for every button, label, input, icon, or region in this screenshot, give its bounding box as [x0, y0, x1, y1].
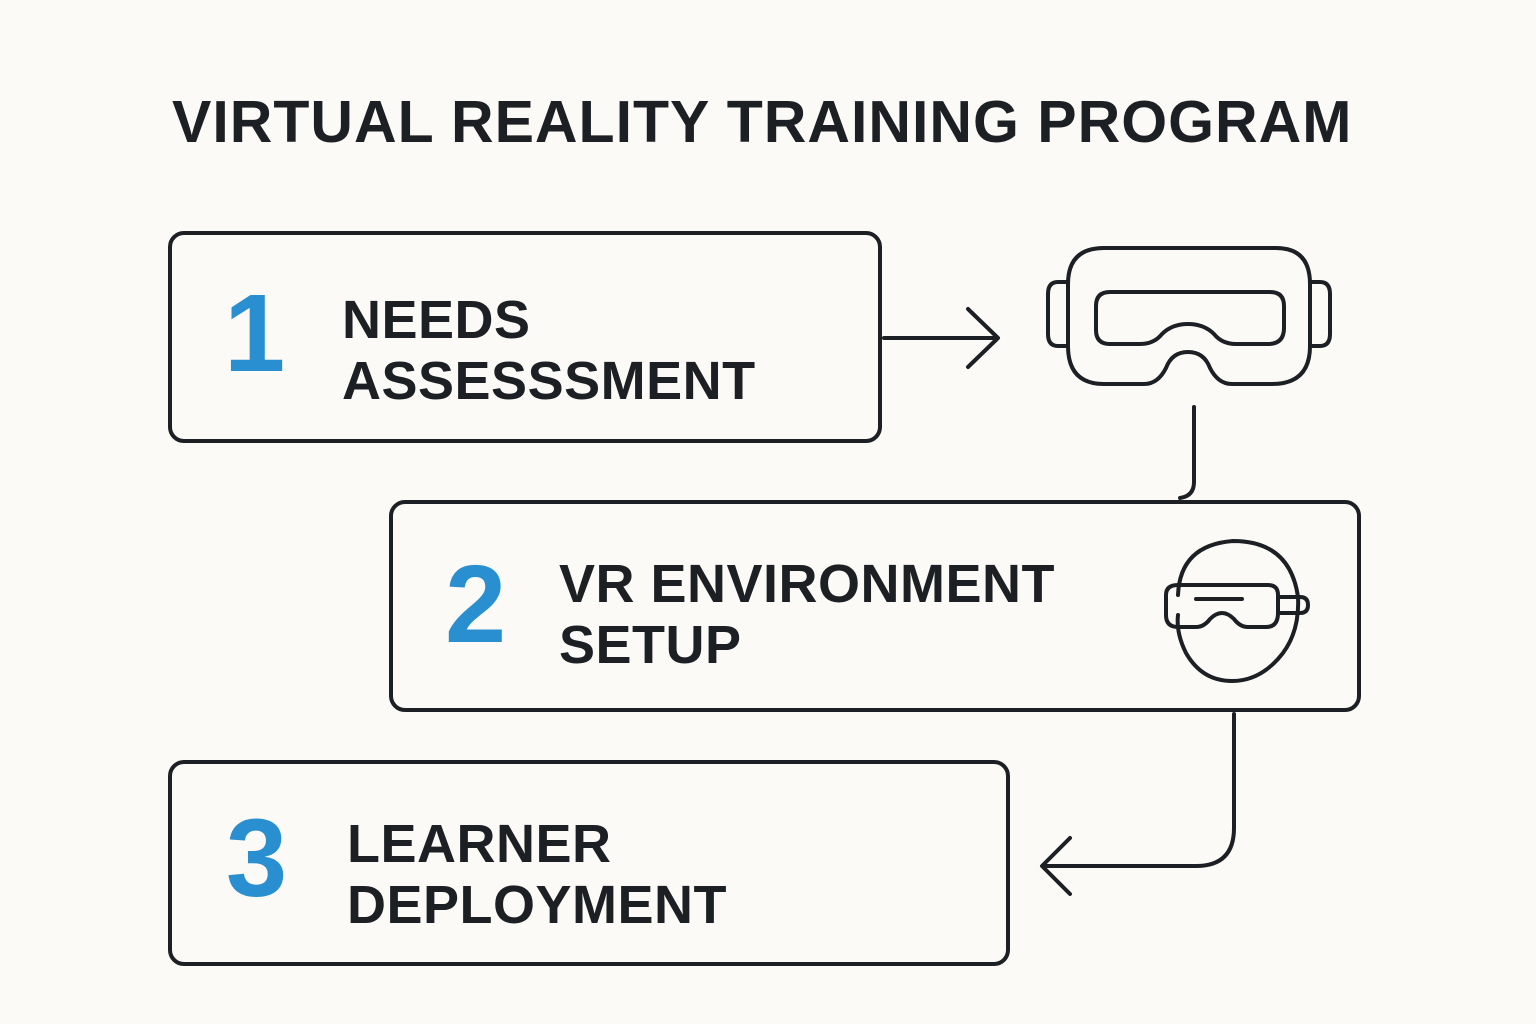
arrow-left-icon — [1040, 712, 1236, 896]
step-1-label-line1: NEEDS — [342, 290, 531, 350]
step-3-label: LEARNER DEPLOYMENT — [347, 814, 727, 936]
step-3-number: 3 — [226, 797, 288, 920]
step-1-label: NEEDS ASSESSSMENT — [342, 290, 756, 412]
step-2-label: VR ENVIRONMENT SETUP — [559, 554, 1055, 676]
step-3-label-line2: DEPLOYMENT — [347, 875, 728, 935]
vr-user-icon — [1150, 535, 1315, 690]
vr-headset-icon — [1046, 246, 1332, 386]
step-3-label-line1: LEARNER — [347, 814, 612, 874]
step-2-box: 2 VR ENVIRONMENT SETUP — [389, 500, 1361, 712]
arrow-right-icon — [882, 307, 1000, 369]
step-2-number: 2 — [445, 543, 507, 666]
connector-headset-to-step2 — [1178, 405, 1196, 500]
step-2-label-line1: VR ENVIRONMENT — [559, 554, 1056, 614]
step-1-box: 1 NEEDS ASSESSSMENT — [168, 231, 882, 443]
step-1-label-line2: ASSESSSMENT — [342, 351, 756, 411]
page-title: VIRTUAL REALITY TRAINING PROGRAM — [172, 89, 1353, 155]
step-1-number: 1 — [224, 272, 286, 395]
step-2-label-line2: SETUP — [559, 615, 742, 675]
step-3-box: 3 LEARNER DEPLOYMENT — [168, 760, 1010, 966]
